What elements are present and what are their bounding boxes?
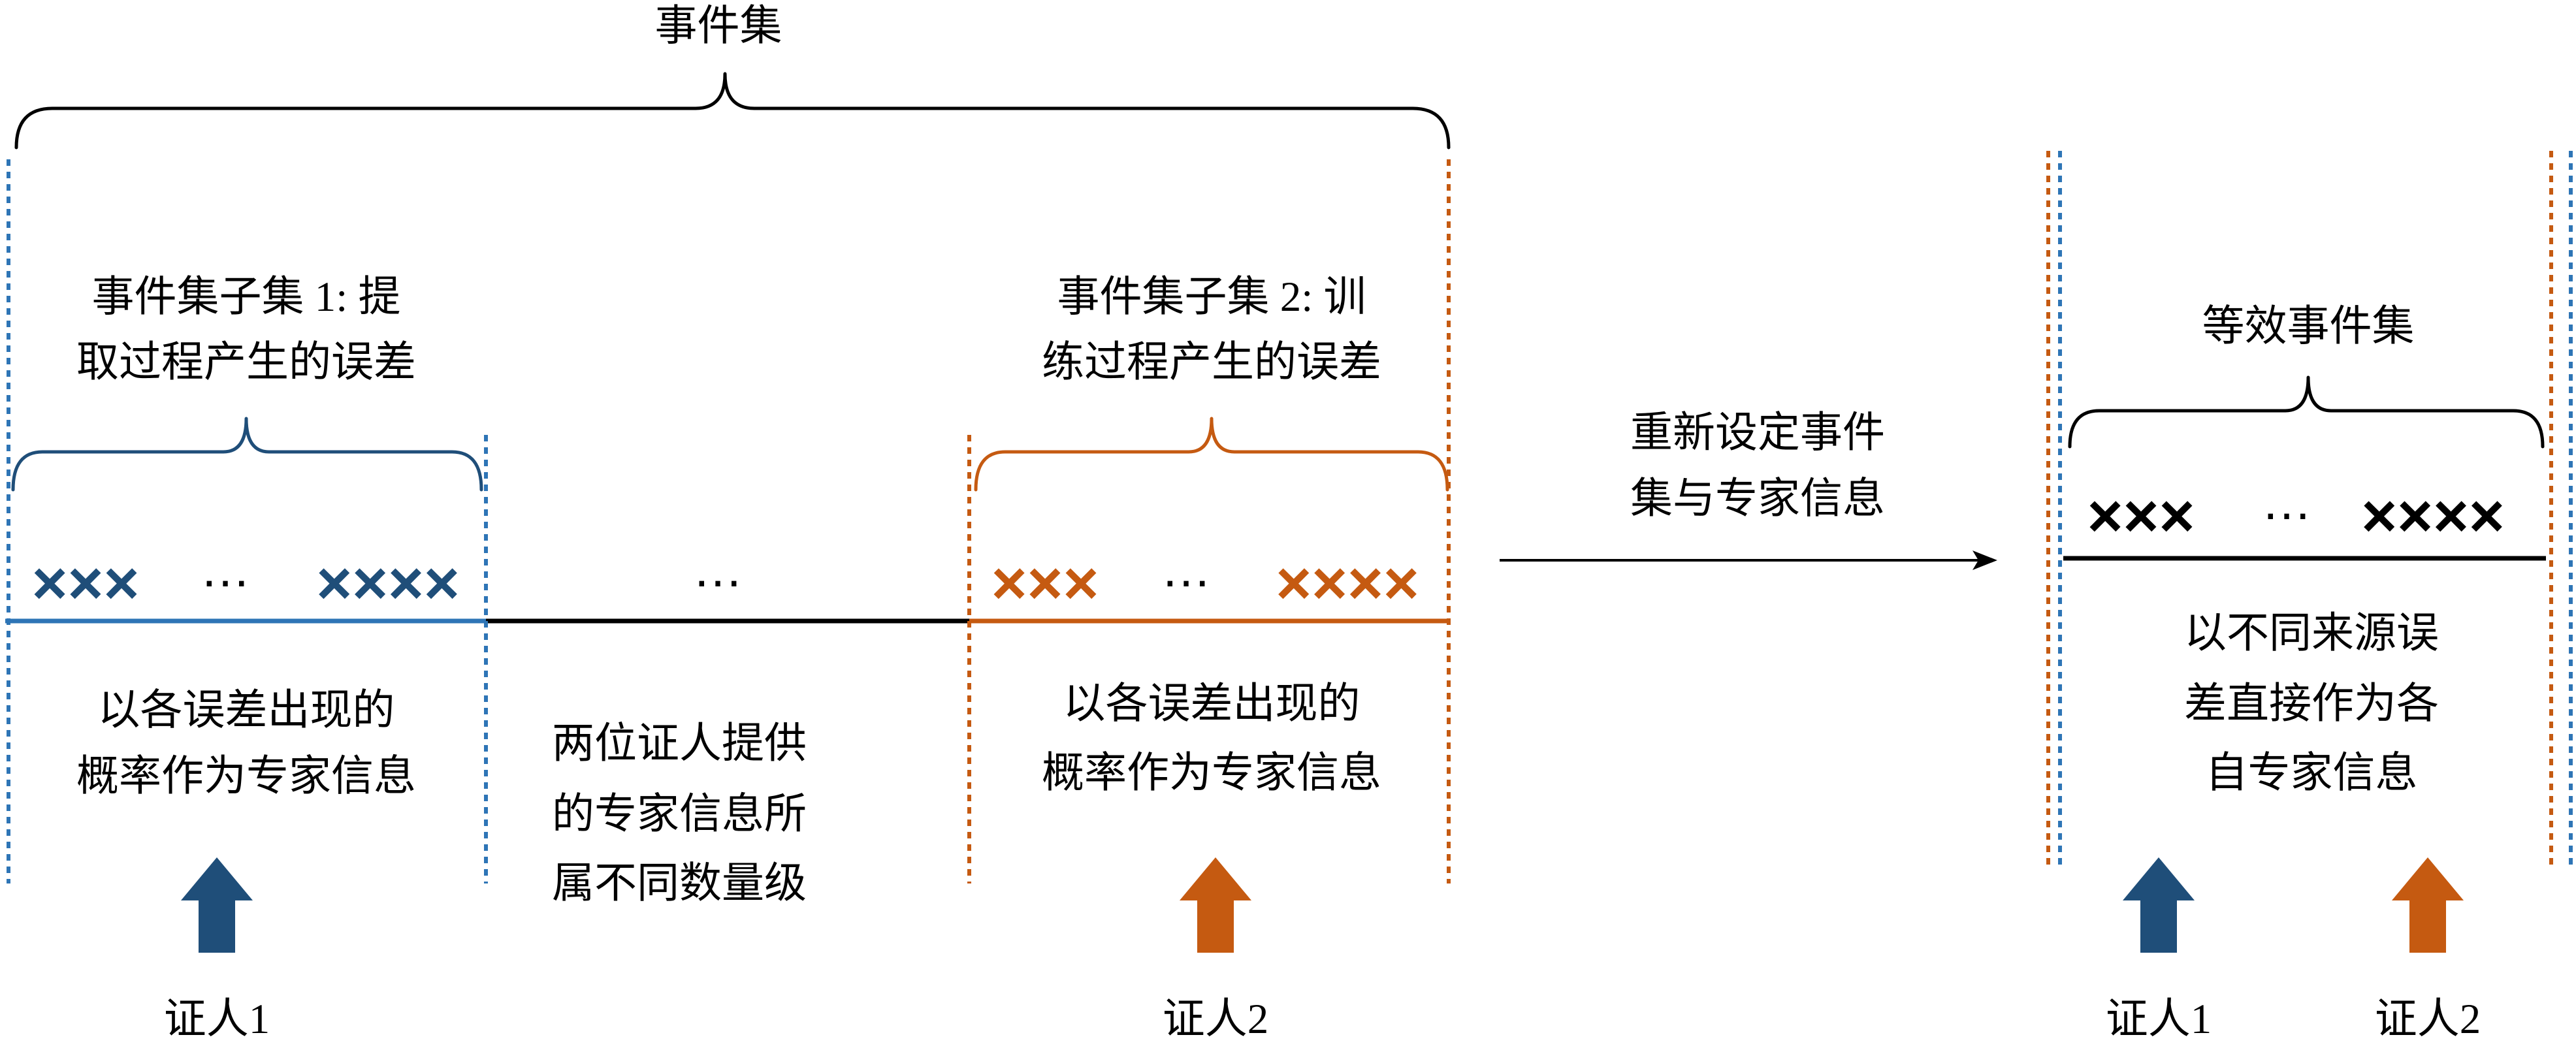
event-set-title: 事件集 <box>654 3 782 50</box>
equivalent-set-marks-end: ×××× <box>2361 481 2505 550</box>
subset-1-error-marks-start: ××× <box>32 549 140 617</box>
subset-2-error-marks-end: ×××× <box>1276 549 1419 617</box>
subset-2-desc-line-2: 概率作为专家信息 <box>1042 750 1381 797</box>
subset-2-title-line-2: 练过程产生的误差 <box>1042 339 1381 386</box>
subset-1-ellipsis: … <box>200 540 251 597</box>
witness-1-up-arrow-icon <box>181 857 253 953</box>
witness-2-label: 证人2 <box>1163 996 1269 1043</box>
subset-1-title-line-2: 取过程产生的误差 <box>76 339 416 386</box>
right-arrow-icon <box>1500 550 1997 570</box>
subset-2-brace <box>974 417 1449 492</box>
equivalent-witness-1-label: 证人1 <box>2106 996 2212 1043</box>
event-set-brace <box>14 72 1451 150</box>
original-event-set: 事件集 事件集子集 1: 提 取过程产生的误差 ××× … ×××× 以各误差出… <box>5 3 1451 1043</box>
subset-1: 事件集子集 1: 提 取过程产生的误差 ××× … ×××× 以各误差出现的 概… <box>11 274 488 1043</box>
subset-2-ellipsis: … <box>1161 540 1212 597</box>
subset-2-desc-line-1: 以各误差出现的 <box>1063 680 1360 727</box>
equivalent-set-desc-line-3: 自专家信息 <box>2205 750 2417 797</box>
transform-step: 重新设定事件 集与专家信息 <box>1500 409 1997 570</box>
between-desc-line-1: 两位证人提供 <box>552 720 807 767</box>
equivalent-set-desc-line-2: 差直接作为各 <box>2184 680 2439 727</box>
subset-1-title-line-1: 事件集子集 1: 提 <box>91 274 400 321</box>
witness-1-label: 证人1 <box>164 996 270 1043</box>
equivalent-set-marks-start: ××× <box>2087 481 2195 550</box>
equivalent-event-set: 等效事件集 ××× … ×××× 以不同来源误 差直接作为各 自专家信息 证人1… <box>2046 151 2573 1043</box>
subset-1-desc-line-2: 概率作为专家信息 <box>76 753 416 800</box>
subset-1-error-marks-end: ×××× <box>316 549 460 617</box>
transform-arrow-head <box>1972 550 1997 570</box>
equivalent-set-title: 等效事件集 <box>2202 303 2414 350</box>
between-subsets: … 两位证人提供 的专家信息所 属不同数量级 <box>552 540 807 907</box>
equivalent-witness-2-up-arrow-icon <box>2392 857 2464 953</box>
subset-2: 事件集子集 2: 训 练过程产生的误差 ××× … ×××× 以各误差出现的 概… <box>967 274 1449 1043</box>
between-ellipsis: … <box>692 540 743 597</box>
equivalent-witness-1-up-arrow-icon <box>2123 857 2195 953</box>
witness-2-up-arrow-icon <box>1180 857 1251 953</box>
equivalent-set-brace <box>2068 375 2545 449</box>
between-desc-line-3: 属不同数量级 <box>552 860 807 907</box>
transform-label-line-1: 重新设定事件 <box>1630 409 1885 456</box>
subset-1-desc-line-1: 以各误差出现的 <box>97 687 394 734</box>
transform-label-line-2: 集与专家信息 <box>1630 475 1885 522</box>
between-desc-line-2: 的专家信息所 <box>552 791 807 838</box>
subset-2-title-line-1: 事件集子集 2: 训 <box>1057 274 1366 321</box>
equivalent-witness-2-label: 证人2 <box>2375 996 2481 1043</box>
equivalent-set-ellipsis: … <box>2261 473 2312 530</box>
subset-2-error-marks-start: ××× <box>991 549 1099 617</box>
subset-1-brace <box>11 417 483 492</box>
equivalent-set-desc-line-1: 以不同来源误 <box>2184 610 2439 657</box>
